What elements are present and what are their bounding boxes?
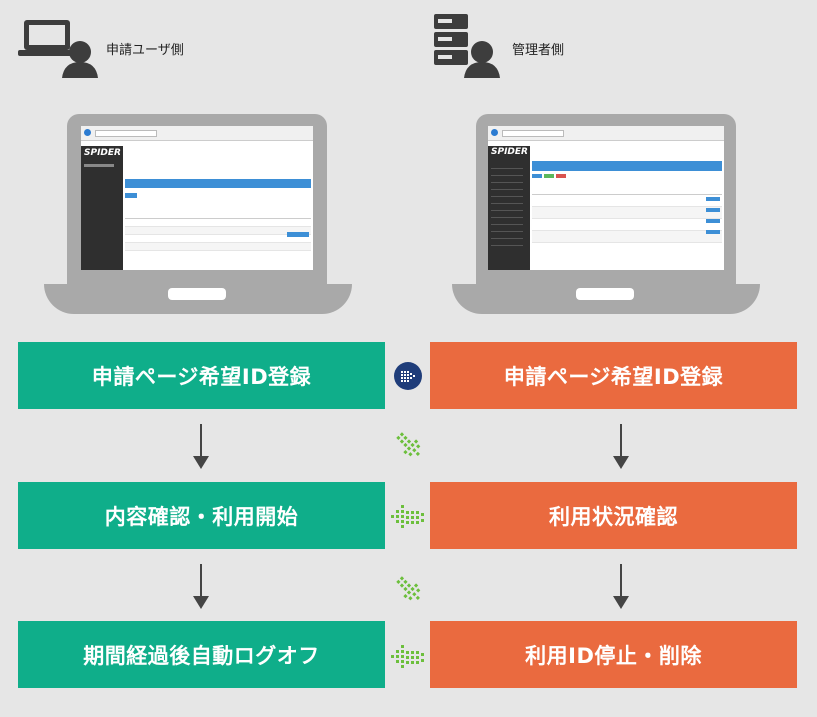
user-step-1-box: 申請ページ希望ID登録 (18, 342, 385, 409)
dotted-arrow-icon (391, 645, 424, 668)
user-step-3-label: 期間経過後自動ログオフ (83, 643, 320, 668)
user-step-2-box: 内容確認・利用開始 (18, 482, 385, 549)
admin-screen-table (532, 184, 722, 243)
laptop-user-icon (18, 20, 98, 78)
user-side-label: 申請ユーザ側 (106, 43, 184, 58)
admin-step-3-box: 利用ID停止・削除 (430, 621, 797, 688)
dotted-arrow-icon (396, 576, 421, 601)
dotted-arrow-icon (396, 432, 421, 457)
user-screen-table (125, 212, 311, 256)
admin-side-header: 管理者側 (432, 12, 632, 78)
user-side-header: 申請ユーザ側 (18, 14, 218, 80)
user-step-1-label: 申請ページ希望ID登録 (91, 364, 312, 389)
admin-down-arrow-1 (613, 424, 629, 469)
admin-down-arrow-2 (613, 564, 629, 609)
admin-screen-logo: SPIDER (491, 147, 528, 157)
user-down-arrow-1 (193, 424, 209, 469)
server-admin-icon (434, 14, 500, 78)
admin-step-1-label: 申請ページ希望ID登録 (503, 364, 724, 389)
sync-dot-icon (394, 362, 422, 390)
user-down-arrow-2 (193, 564, 209, 609)
user-step-3-box: 期間経過後自動ログオフ (18, 621, 385, 688)
user-screen-logo: SPIDER (84, 148, 121, 158)
admin-side-label: 管理者側 (512, 43, 565, 58)
dotted-arrow-icon (391, 505, 424, 528)
admin-step-3-label: 利用ID停止・削除 (525, 643, 702, 668)
user-step-2-label: 内容確認・利用開始 (104, 504, 299, 529)
admin-app-screenshot: SPIDER (488, 126, 724, 270)
user-app-screenshot: SPIDER (81, 126, 313, 270)
admin-step-2-box: 利用状況確認 (430, 482, 797, 549)
admin-step-1-box: 申請ページ希望ID登録 (430, 342, 797, 409)
admin-step-2-label: 利用状況確認 (549, 504, 678, 529)
